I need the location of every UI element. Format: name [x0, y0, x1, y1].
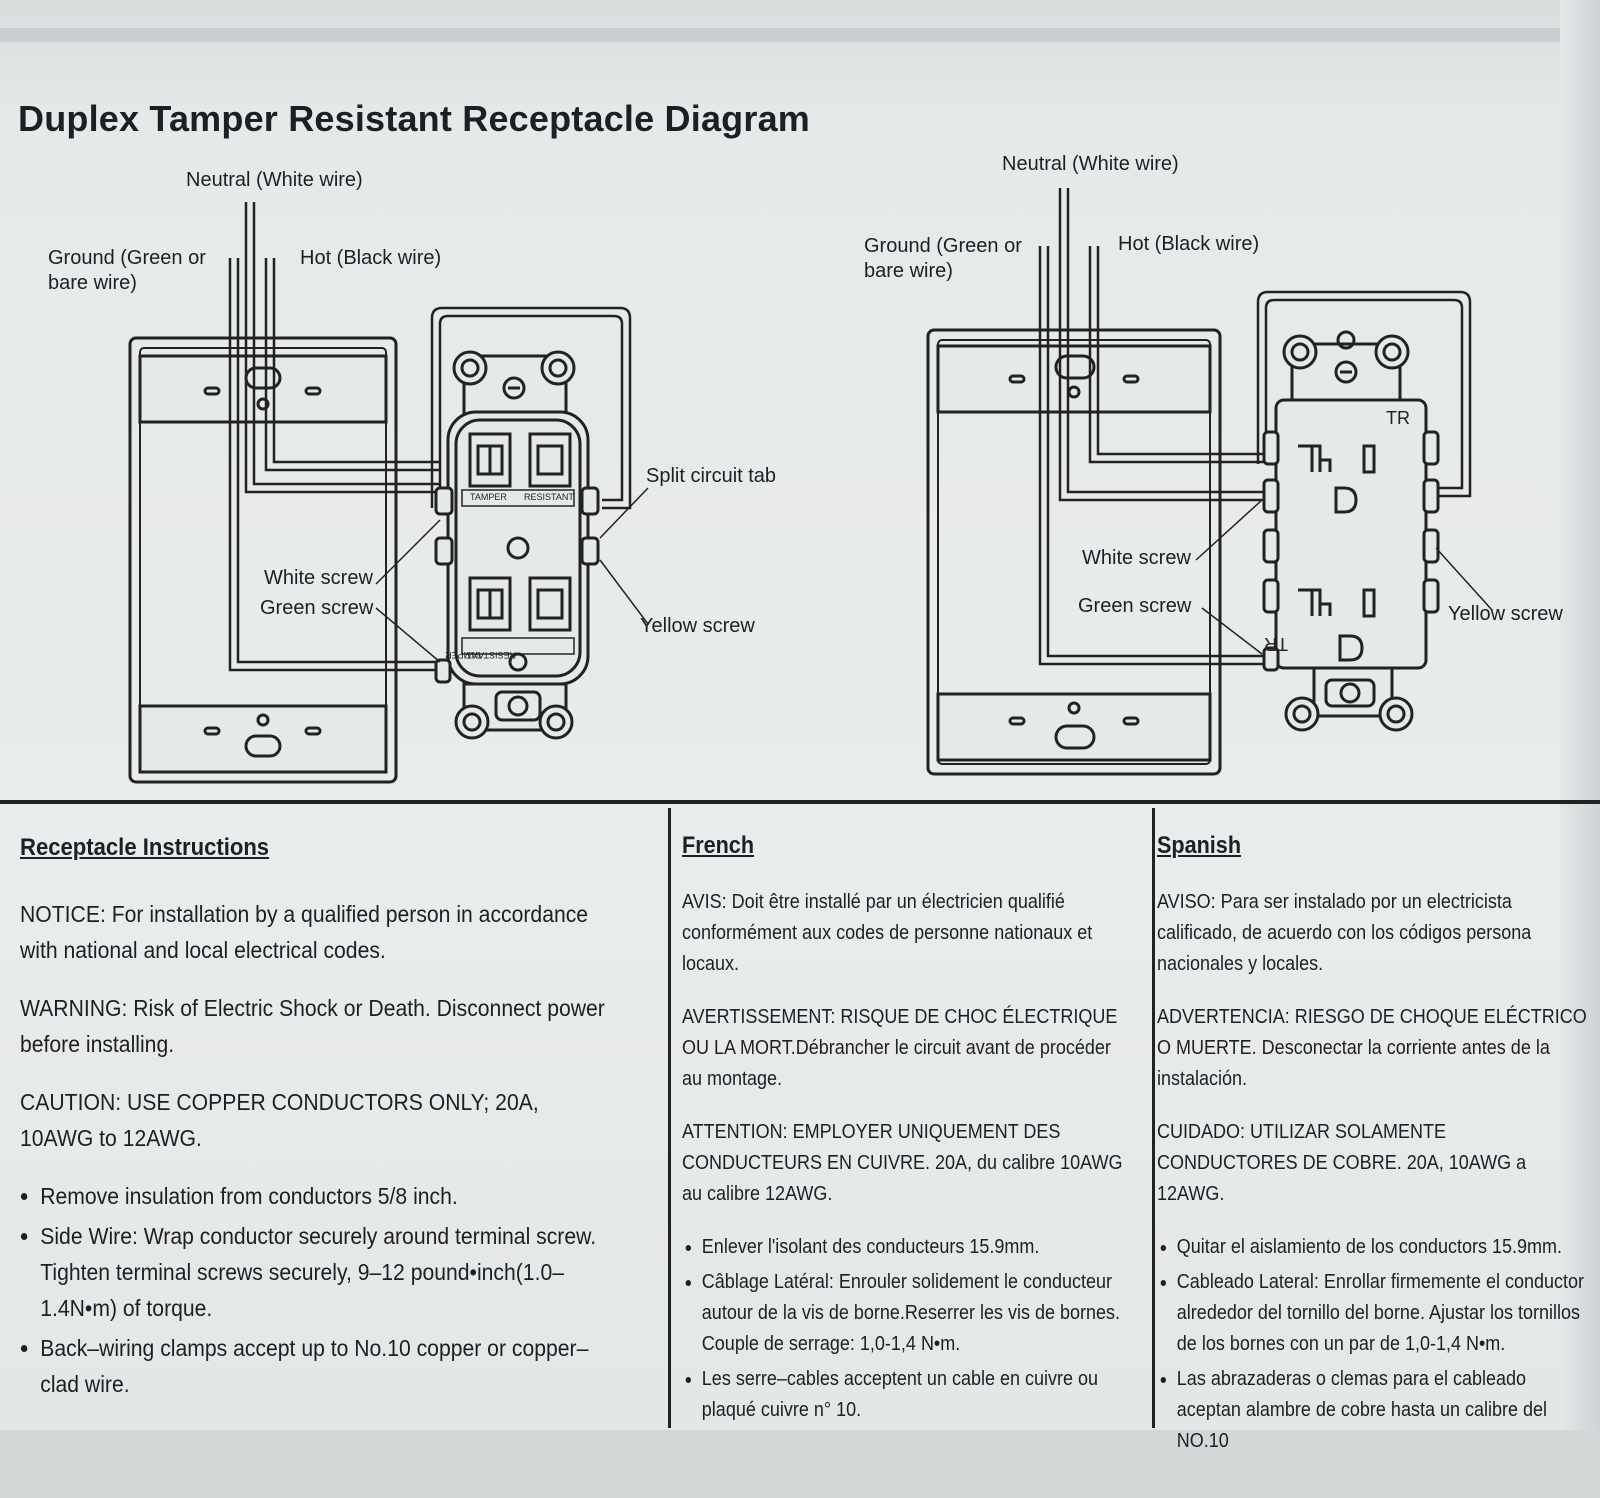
- list-item: Cableado Lateral: Enrollar firmemente el…: [1177, 1267, 1589, 1360]
- tr-mark-top: TR: [1386, 408, 1410, 428]
- photo-frame-top: [0, 28, 1600, 42]
- right-electrical-box: [926, 328, 1222, 776]
- list-item: Câblage Latéral: Enrouler solidement le …: [702, 1267, 1132, 1360]
- photo-frame-bottom: [0, 1430, 1600, 1498]
- right-leaders: [1195, 499, 1493, 655]
- list-item: Les serre–cables acceptent un cable en c…: [702, 1364, 1132, 1426]
- left-duplex-receptacle: [434, 350, 600, 740]
- spanish-heading: Spanish: [1157, 832, 1242, 859]
- list-item: Quitar el aislamiento de los conductors …: [1177, 1232, 1589, 1263]
- right-hot-label: Hot (Black wire): [1118, 233, 1260, 255]
- spanish-bullets: Quitar el aislamiento de los conductors …: [1157, 1232, 1589, 1457]
- face-text-tamper-top: TAMPER: [470, 492, 507, 502]
- right-wires: [1038, 188, 1472, 666]
- right-ground-label: Ground (Green or bare wire): [864, 235, 1022, 282]
- spanish-instructions: Spanish AVISO: Para ser instalado por un…: [1157, 830, 1589, 1461]
- english-heading: Receptacle Instructions: [20, 834, 270, 861]
- split-circuit-tab-label: Split circuit tab: [646, 465, 777, 487]
- list-item: Back–wiring clamps accept up to No.10 co…: [40, 1330, 609, 1402]
- french-instructions: French AVIS: Doit être installé par un é…: [682, 830, 1132, 1430]
- list-item: Las abrazaderas o clemas para el cablead…: [1177, 1364, 1589, 1457]
- english-caution: CAUTION: USE COPPER CONDUCTORS ONLY; 20A…: [20, 1089, 539, 1151]
- face-text-resistant-bottom: RESISTANT: [466, 650, 516, 660]
- left-leaders: [375, 487, 649, 663]
- left-yellow-screw-label: Yellow screw: [640, 615, 755, 637]
- french-avertissement: AVERTISSEMENT: RISQUE DE CHOC ÉLECTRIQUE…: [682, 1006, 1118, 1090]
- face-text-resistant-top: RESISTANT: [524, 492, 574, 502]
- english-notice: NOTICE: For installation by a qualified …: [20, 901, 589, 963]
- column-divider-2: [1152, 808, 1155, 1428]
- right-decora-receptacle: [1262, 330, 1440, 732]
- photo-frame-right: [1560, 0, 1600, 1498]
- left-green-screw-label: Green screw: [260, 597, 374, 619]
- english-bullets: Remove insulation from conductors 5/8 in…: [20, 1178, 609, 1402]
- spanish-aviso: AVISO: Para ser instalado por un electri…: [1157, 891, 1532, 975]
- list-item: Enlever l'isolant des conducteurs 15.9mm…: [702, 1232, 1132, 1263]
- english-warning: WARNING: Risk of Electric Shock or Death…: [20, 995, 605, 1057]
- french-avis: AVIS: Doit être installé par un électric…: [682, 891, 1093, 975]
- right-white-screw-label: White screw: [1082, 547, 1191, 569]
- left-white-screw-label: White screw: [264, 567, 373, 589]
- list-item: Side Wire: Wrap conductor securely aroun…: [40, 1218, 609, 1326]
- wiring-diagrams: TAMPER RESISTANT RESISTANT TAMPER TR TR: [128, 188, 1493, 784]
- left-neutral-label: Neutral (White wire): [186, 169, 363, 191]
- left-electrical-box: [128, 336, 398, 784]
- spanish-advertencia: ADVERTENCIA: RIESGO DE CHOQUE ELÉCTRICO …: [1157, 1006, 1587, 1090]
- section-divider: [0, 800, 1600, 804]
- list-item: Remove insulation from conductors 5/8 in…: [40, 1178, 609, 1214]
- right-yellow-screw-label: Yellow screw: [1448, 603, 1563, 625]
- english-instructions: Receptacle Instructions NOTICE: For inst…: [20, 830, 609, 1406]
- right-neutral-label: Neutral (White wire): [1002, 153, 1179, 175]
- page-title: Duplex Tamper Resistant Receptacle Diagr…: [18, 98, 811, 139]
- right-green-screw-label: Green screw: [1078, 595, 1192, 617]
- french-attention: ATTENTION: EMPLOYER UNIQUEMENT DES CONDU…: [682, 1121, 1123, 1205]
- left-hot-label: Hot (Black wire): [300, 247, 442, 269]
- french-heading: French: [682, 832, 755, 859]
- left-wires: [228, 202, 632, 672]
- column-divider-1: [668, 808, 671, 1428]
- french-bullets: Enlever l'isolant des conducteurs 15.9mm…: [682, 1232, 1132, 1426]
- tr-mark-bottom: TR: [1264, 634, 1288, 654]
- left-ground-label: Ground (Green or bare wire): [48, 247, 206, 294]
- spanish-cuidado: CUIDADO: UTILIZAR SOLAMENTE CONDUCTORES …: [1157, 1121, 1527, 1205]
- face-text-tamper-bottom: TAMPER: [445, 650, 482, 660]
